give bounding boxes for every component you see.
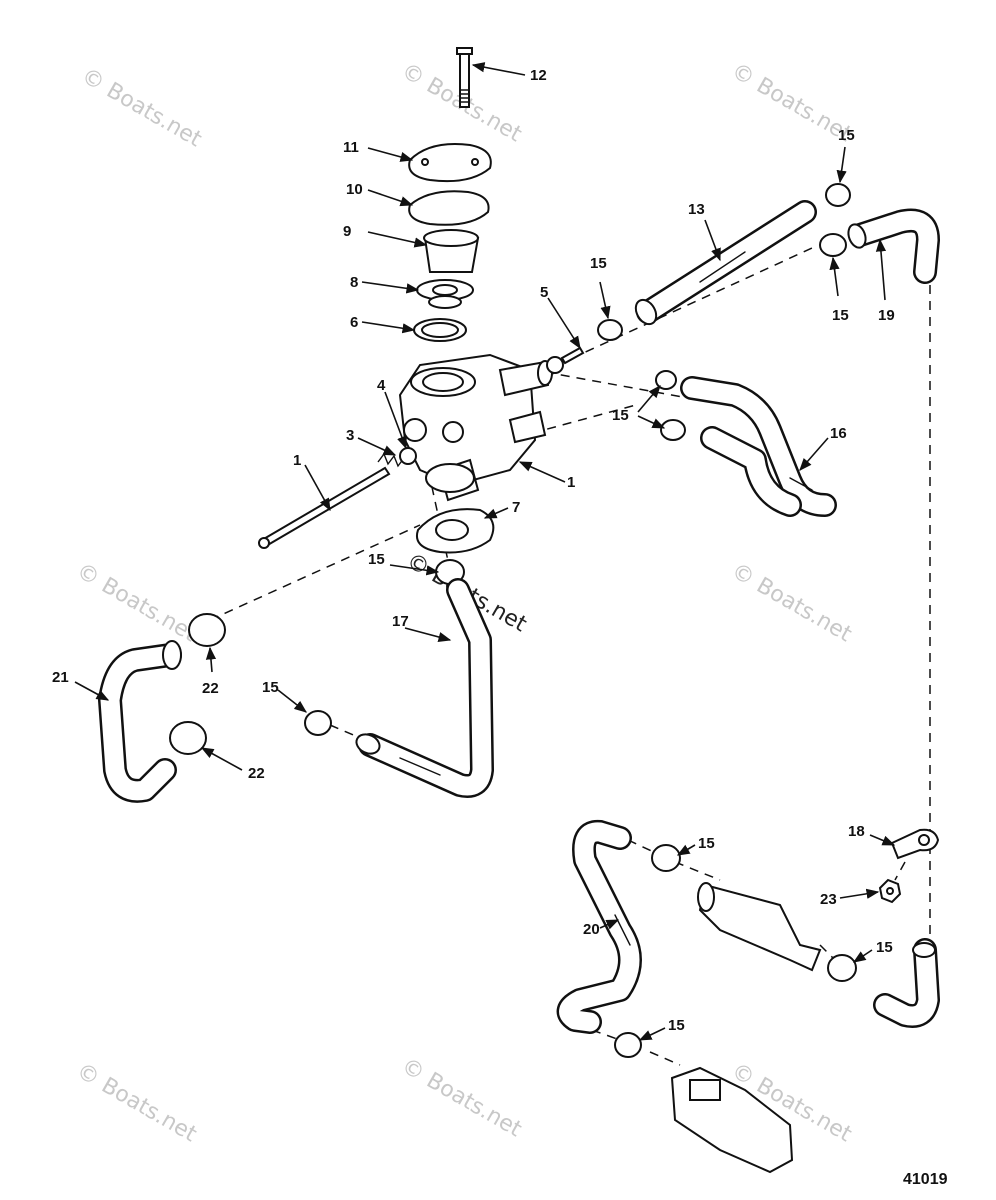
callout-23: 22: [202, 680, 219, 697]
clip: [890, 828, 940, 860]
callout-16: 15: [590, 255, 607, 272]
callout-13: 12: [530, 67, 547, 84]
callout-18: 17: [392, 613, 409, 630]
watermark: © Boats.net: [727, 59, 856, 148]
callout-4: 3: [346, 427, 354, 444]
callout-16: 15: [668, 1017, 685, 1034]
watermark: © Boats.net: [72, 559, 201, 648]
callout-16: 15: [876, 939, 893, 956]
callout-5: 4: [377, 377, 386, 394]
thermostat-sleeve: [423, 229, 480, 273]
hose-22: [98, 640, 182, 803]
check-rod: [258, 466, 391, 549]
hose-clamps: [169, 183, 857, 1058]
watermark: © Boats.net: [77, 64, 206, 153]
callout-9: 8: [350, 274, 358, 291]
water-pump: [670, 1066, 794, 1174]
callout-16: 15: [832, 307, 849, 324]
callout-16: 15: [612, 407, 629, 424]
nut: [878, 878, 902, 904]
check-ball: [399, 447, 417, 465]
callout-16: 15: [698, 835, 715, 852]
callout-1b: 1: [567, 474, 575, 491]
plug-screw: [546, 346, 585, 374]
callout-24: 23: [820, 891, 837, 908]
hose-17: [680, 376, 837, 517]
callout-16: 15: [262, 679, 279, 696]
callout-21: 20: [583, 921, 600, 938]
hose-lower-right: [873, 938, 940, 1028]
callout-3: 1: [293, 452, 301, 469]
callout-6: 5: [540, 284, 548, 301]
leader-lines: [74, 62, 896, 1041]
assembly-lines: [209, 247, 931, 1066]
inline-fitting: [697, 882, 822, 972]
bolt: [456, 47, 473, 108]
hose-20: [847, 208, 940, 284]
callout-16: 15: [368, 551, 385, 568]
watermark: © Boats.net: [72, 1059, 201, 1148]
callout-labels: 12 11 10 9 8 6 5 4 3 1 1 1 7 13 15 15 15…: [52, 67, 895, 1034]
callout-23: 22: [248, 765, 265, 782]
callout-7: 6: [350, 314, 358, 331]
callout-20: 19: [878, 307, 895, 324]
callout-11: 10: [346, 181, 363, 198]
housing-gasket: [416, 508, 495, 554]
hose-18: [355, 578, 494, 798]
callout-8: 7: [512, 499, 520, 516]
watermark: © Boats.net: [397, 1054, 526, 1143]
thermostat-seal: [413, 318, 467, 342]
thermostat: [416, 279, 474, 309]
callout-12: 11: [343, 139, 359, 156]
watermark: © Boats.net: [727, 559, 856, 648]
callout-19: 18: [848, 823, 865, 840]
thermostat-housing: [398, 353, 553, 502]
callout-15: 13: [688, 201, 705, 218]
figure-number: 41019: [903, 1171, 948, 1188]
callout-22: 21: [52, 669, 69, 686]
callout-10: 9: [343, 223, 351, 240]
callout-17: 16: [830, 425, 847, 442]
callout-16: 15: [838, 127, 855, 144]
cover-gasket: [408, 190, 490, 226]
hose-15: [634, 200, 817, 326]
thermostat-cover: [408, 143, 492, 183]
